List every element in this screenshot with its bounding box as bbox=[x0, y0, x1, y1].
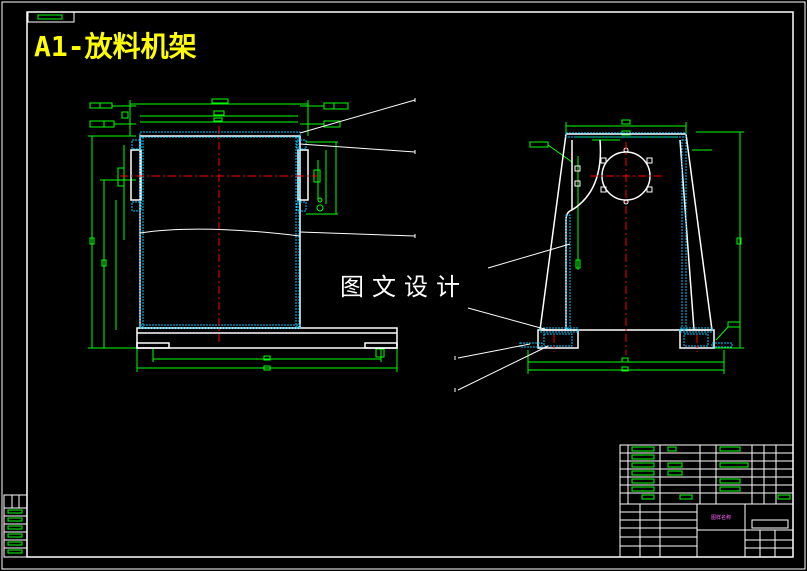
title-block bbox=[619, 444, 794, 558]
watermark-text: 图文设计 bbox=[340, 273, 468, 301]
reference-box bbox=[27, 11, 75, 23]
side-view bbox=[454, 119, 744, 392]
revision-entries bbox=[7, 509, 23, 554]
drawing-frame bbox=[26, 11, 794, 558]
title-block-entries bbox=[631, 446, 791, 500]
front-view bbox=[88, 98, 416, 372]
revision-strip bbox=[3, 494, 28, 558]
drawing-title: A1-放料机架 bbox=[34, 30, 197, 63]
drawing-name-label: 图样名称 bbox=[711, 514, 731, 521]
